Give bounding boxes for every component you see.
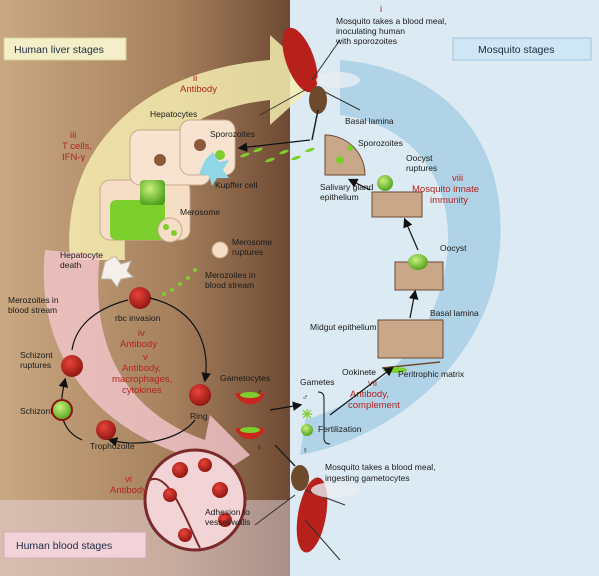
blood-meal-bottom-line1: Mosquito takes a blood meal, — [325, 462, 436, 472]
intervention-v-line3: cytokines — [122, 385, 162, 396]
salivary-gland-line2: epithelium — [320, 192, 359, 202]
intervention-iii-line2: IFN-γ — [62, 152, 85, 163]
intervention-v-line1: Antibody, — [122, 363, 161, 374]
intervention-vii-line1: Antibody, — [350, 389, 389, 400]
arrow-gametocytes-to-gametes — [269, 401, 303, 411]
rbc-invasion-cell — [129, 287, 151, 309]
intervention-viii-number: viii — [452, 173, 463, 184]
adhesion-line2: vessel walls — [205, 517, 250, 527]
intervention-viii-line2: immunity — [430, 195, 468, 206]
liver-stage-box — [3, 37, 127, 61]
intervention-i-line2: inoculating human — [336, 26, 405, 36]
intervention-vi-number: vi — [125, 474, 132, 485]
intervention-i-number: i — [380, 4, 382, 15]
intervention-ii-text: Antibody — [180, 84, 217, 95]
schizont-cell — [51, 399, 73, 421]
arrow-ookinete-to-oocyst — [408, 289, 419, 319]
merosome-label: Merosome — [180, 207, 220, 217]
hepatocyte-death-line2: death — [60, 260, 82, 270]
oocyst-illustration — [394, 254, 444, 291]
arrow-oocyst-to-rupture — [403, 217, 419, 251]
sporozoites-left-label: Sporozoites — [210, 129, 255, 139]
arrow-rupture-to-salivary — [347, 178, 371, 191]
merozoites-dots — [162, 268, 197, 296]
liver-cycle-arrow — [69, 35, 321, 260]
hepatocytes-label: Hepatocytes — [150, 109, 197, 119]
intervention-i-line1: Mosquito takes a blood meal, — [336, 16, 447, 26]
oocyst-ruptures-line2: ruptures — [406, 163, 437, 173]
hepatocyte-death-cell — [100, 255, 135, 288]
kupffer-cell — [199, 152, 229, 186]
merosome — [157, 217, 229, 259]
mosquito-bottom-illustration — [254, 444, 359, 561]
merozoites-stream-left-line1: Merozoites in — [8, 295, 59, 305]
oocyst-rupture-illustration — [371, 175, 423, 218]
arrow-invasion-to-ring — [149, 297, 211, 383]
fertilization-label: Fertilization — [318, 424, 362, 434]
basal-lamina-bottom-label: Basal lamina — [430, 308, 479, 318]
arrow-fertilization-to-ookinete — [329, 366, 394, 416]
mosquito-stage-title: Mosquito stages — [478, 44, 554, 56]
intervention-vii-line2: complement — [348, 400, 400, 411]
trophozoite-cell — [96, 420, 116, 440]
intervention-viii-line1: Mosquito innate — [412, 184, 479, 195]
gametocyte-male-symbol: ♂ — [256, 387, 262, 397]
intervention-iv-number: iv — [138, 328, 145, 339]
schizont-ruptures-line1: Schizont — [20, 350, 53, 360]
kupffer-cell-label: Kupffer cell — [215, 180, 257, 190]
vessel-adhesion-illustration — [143, 448, 247, 552]
intervention-iii-number: iii — [70, 130, 76, 141]
trophozoite-label: Trophozoite — [90, 441, 135, 451]
basal-lamina-top-label: Basal lamina — [345, 116, 394, 126]
merozoites-stream-right-line1: Merozoites in — [205, 270, 256, 280]
gametocyte-female-symbol: ♀ — [256, 442, 262, 452]
arrow-schizont-to-merozoites — [71, 299, 129, 351]
sporozoites-right-label: Sporozoites — [358, 138, 403, 148]
gamete-female-symbol: ♀ — [302, 445, 308, 455]
merosome-ruptures-line1: Merosome — [232, 237, 272, 247]
blood-stage-title: Human blood stages — [16, 540, 112, 552]
salivary-gland-line1: Salivary gland — [320, 182, 374, 192]
merosome-ruptures-line2: ruptures — [232, 247, 263, 257]
intervention-vi-text: Antibody — [110, 485, 147, 496]
gametes-bracket — [317, 391, 331, 445]
midgut-epithelium-label: Midgut epithelium — [310, 322, 377, 332]
intervention-i-line3: with sporozoites — [335, 36, 397, 46]
ookinete-label: Ookinete — [342, 367, 376, 377]
ring-label: Ring — [190, 411, 208, 421]
gametes-label: Gametes — [300, 377, 335, 387]
gamete-male-symbol: ♂ — [302, 392, 308, 402]
mosquito-top-illustration — [259, 27, 361, 141]
intervention-ii-number: ii — [193, 73, 197, 84]
blood-meal-bottom-line2: ingesting gametocytes — [325, 473, 410, 483]
ring-cell — [189, 384, 211, 406]
blood-stage-box — [3, 531, 147, 559]
intervention-iii-line1: T cells, — [62, 141, 92, 152]
oocyst-ruptures-line1: Oocyst — [406, 153, 433, 163]
rbc-invasion-label: rbc invasion — [115, 313, 161, 323]
salivary-gland-illustration — [324, 134, 366, 176]
schizont-ruptures-line2: ruptures — [20, 360, 51, 370]
hepatocyte-death-line1: Hepatocyte — [60, 250, 103, 260]
blood-cycle-arrow — [43, 250, 251, 490]
sporozoites-stream — [240, 147, 315, 163]
gametocytes-label: Gametocytes — [220, 373, 270, 383]
gametes-illustration — [301, 409, 313, 436]
schizont-label: Schizont — [20, 406, 53, 416]
schizont-rupture-cell — [61, 355, 83, 377]
peritrophic-matrix-label: Peritrophic matrix — [398, 369, 465, 379]
arrow-ring-to-trophozoite — [107, 419, 196, 447]
intervention-v-number: v — [143, 352, 148, 363]
adhesion-line1: Adhesion to — [205, 507, 250, 517]
mosquito-stage-box — [452, 37, 592, 61]
liver-stage-title: Human liver stages — [14, 44, 104, 56]
merozoites-stream-left-line2: blood stream — [8, 305, 57, 315]
intervention-v-line2: macrophages, — [112, 374, 172, 385]
merozoites-stream-right-line2: blood stream — [205, 280, 254, 290]
mosquito-cycle-arrow — [300, 60, 501, 455]
oocyst-label: Oocyst — [440, 243, 467, 253]
intervention-iv-text: Antibody — [120, 339, 157, 350]
